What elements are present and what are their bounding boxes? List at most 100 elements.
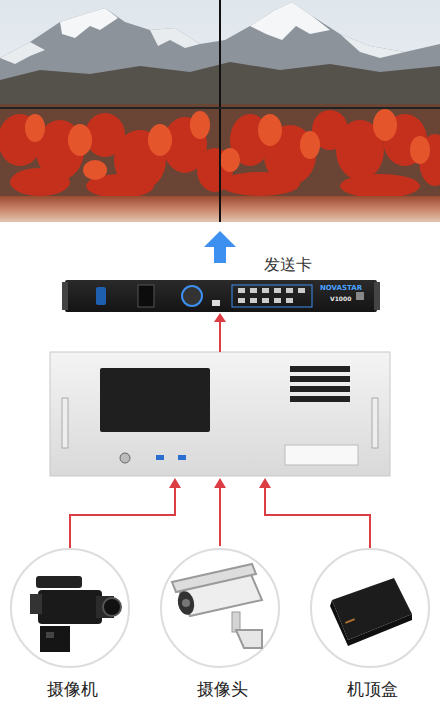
video-processor-part [290,376,350,382]
cctv-icon-part [172,564,256,592]
cctv-icon-part [176,590,197,617]
upload-arrow-part [204,231,236,247]
video-processor-part [290,366,350,372]
sending-card-panel-part [62,282,68,310]
video-wall-part-part [190,111,210,139]
sending-card-panel-part [96,287,106,305]
sending-card-panel-part [232,285,312,307]
sending-card-panel-part-part [250,298,257,303]
node-label: 摄像头 [162,678,282,701]
video-processor-part [290,396,350,402]
source-circle: 摄像机 [10,548,130,668]
set-top-box-icon-part [332,578,412,640]
video-wall-part [60,8,118,38]
video-wall [0,0,440,222]
video-wall-part [0,42,45,64]
video-wall-part [0,0,440,222]
sending-card-panel-part [212,300,220,306]
camcorder-icon-part [38,590,102,624]
video-wall-part-part [340,174,420,198]
video-processor-part [50,352,390,476]
sending-card-panel-part-part [274,298,281,303]
signal-arrow-part [265,486,370,548]
sending-card-panel-part [374,282,380,310]
cctv-icon-part [178,572,262,616]
set-top-box-icon-part [330,600,348,646]
video-processor-part [290,386,350,392]
sending-card-panel [62,282,380,310]
arrow-head [169,313,271,488]
video-wall-part-part [220,172,300,196]
cctv-icon-part [236,630,262,648]
arrow-head-part [214,313,226,322]
arrow-head-part [259,478,271,488]
video-wall-part [219,0,221,222]
sending-card-panel-part [356,292,364,300]
cctv-icon [172,564,262,648]
sending-card-panel-part-part [274,288,281,293]
sending-card-panel-part-part [286,298,293,303]
set-top-box-icon [330,578,412,646]
video-processor-part [372,398,378,448]
sending-card-panel-part-part [298,288,305,293]
camcorder-icon-part [40,626,70,652]
device-brand: NOVASTAR [320,284,362,292]
signal-arrow [70,320,370,548]
camcorder-icon-part [46,632,54,638]
node-label: 摄像机 [12,678,132,701]
sending-card-panel-part [138,285,154,307]
node-label: 发送卡 [253,255,323,276]
camcorder-icon [30,576,121,652]
video-processor-part [156,455,164,460]
upload-arrow [204,231,236,263]
video-wall-part [25,109,430,180]
video-wall-part-part [410,136,430,164]
sending-card-panel-part-part [286,288,293,293]
source-circle: 摄像头 [160,548,280,668]
video-wall-part-part [373,109,397,141]
cctv-icon-part [232,612,240,632]
video-wall-part-part [300,131,320,159]
camcorder-icon-part [36,576,82,588]
camcorder-icon-part [96,596,114,618]
sending-card-panel-part-part [238,298,245,303]
cctv-icon-part [182,599,190,607]
sending-card-panel-part-part [238,288,245,293]
video-processor-part [285,445,358,465]
arrow-head-part [214,478,226,488]
video-processor-part [120,453,130,463]
video-processor-part [100,368,210,432]
video-processor [50,352,390,476]
video-wall-part-part [148,124,172,156]
video-wall-part-part [258,114,282,146]
node-label: 机顶盒 [312,678,432,701]
video-wall-part-part [10,168,70,196]
video-wall-part-part [83,160,107,180]
signal-arrow-part [219,486,221,546]
video-wall-part-part [25,114,45,142]
sending-card-panel-part-part [262,288,269,293]
video-wall-part-part [220,148,240,172]
sending-card-panel-part [182,286,202,306]
signal-arrow-part [70,486,175,548]
set-top-box-icon-part [345,618,355,624]
upload-arrow-part [214,245,226,263]
camcorder-icon-part [30,594,42,614]
video-processor-part [178,455,186,460]
sending-card-panel-part-part [262,298,269,303]
device-brand: V1000 [330,295,351,302]
video-wall-part [340,34,405,58]
arrow-head-part [169,478,181,488]
camcorder-icon-part [103,598,121,616]
sending-card-panel-part [238,288,305,303]
video-processor-part [62,398,68,448]
video-wall-part [150,28,200,48]
sending-card-panel-part-part [250,288,257,293]
source-circle: 机顶盒 [310,548,430,668]
set-top-box-icon-part [348,614,412,646]
video-wall-part [0,107,440,109]
video-wall-part [250,2,330,40]
